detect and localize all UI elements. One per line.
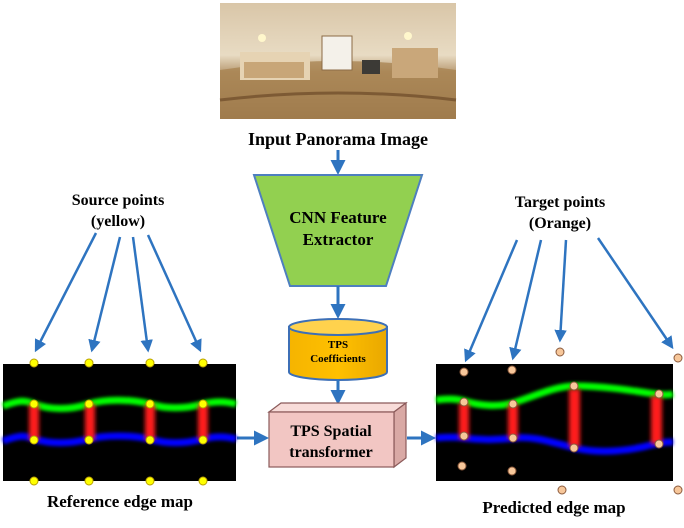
yellow-point xyxy=(29,476,39,486)
orange-point xyxy=(569,443,579,453)
target-arrow xyxy=(554,239,568,343)
yellow-point xyxy=(198,358,208,368)
cnn-label-line1: CNN Feature xyxy=(289,208,387,227)
transformer-line1: TPS Spatial xyxy=(290,423,372,440)
orange-point xyxy=(457,461,467,471)
orange-point xyxy=(654,439,664,449)
orange-point xyxy=(557,485,567,495)
tps-coefficients-line1: TPS xyxy=(328,339,348,351)
orange-point xyxy=(654,389,664,399)
target-points-line2: (Orange) xyxy=(529,215,591,232)
yellow-point xyxy=(84,399,94,409)
orange-point xyxy=(459,397,469,407)
target-arrow xyxy=(464,239,519,363)
target-points-line1: Target points xyxy=(515,194,606,211)
orange-point xyxy=(673,353,683,363)
target-arrows xyxy=(464,237,674,363)
orange-point xyxy=(508,399,518,409)
source-points-line2: (yellow) xyxy=(91,213,145,230)
reference-edge-map xyxy=(1,364,237,481)
yellow-point xyxy=(84,435,94,445)
cnn-feature-extractor: CNN Feature Extractor xyxy=(252,174,424,287)
cnn-label-line2: Extractor xyxy=(303,230,374,249)
yellow-point xyxy=(198,435,208,445)
orange-point xyxy=(507,365,517,375)
yellow-point xyxy=(84,358,94,368)
transformer-line2: transformer xyxy=(289,444,373,461)
predicted-orange-points xyxy=(457,347,683,495)
source-arrow xyxy=(88,236,122,353)
tps-coefficients-cylinder: TPS Coefficients xyxy=(288,318,388,381)
source-arrow xyxy=(131,236,153,353)
orange-point xyxy=(507,466,517,476)
orange-point xyxy=(673,485,683,495)
yellow-point xyxy=(145,399,155,409)
reference-edge-map-label: Reference edge map xyxy=(47,492,193,511)
input-panorama-label: Input Panorama Image xyxy=(248,129,428,149)
yellow-point xyxy=(84,476,94,486)
reference-yellow-points xyxy=(29,358,208,486)
yellow-point xyxy=(29,399,39,409)
predicted-edge-map-label: Predicted edge map xyxy=(482,498,625,517)
yellow-point xyxy=(145,476,155,486)
yellow-point xyxy=(198,399,208,409)
panorama-image xyxy=(219,3,457,119)
orange-point xyxy=(459,367,469,377)
source-arrow xyxy=(34,232,98,353)
yellow-point xyxy=(29,435,39,445)
yellow-point xyxy=(145,435,155,445)
target-arrow xyxy=(596,237,674,350)
yellow-point xyxy=(198,476,208,486)
predicted-edge-map xyxy=(435,364,674,481)
orange-point xyxy=(569,381,579,391)
orange-point xyxy=(555,347,565,357)
yellow-point xyxy=(29,358,39,368)
yellow-point xyxy=(145,358,155,368)
tps-coefficients-line2: Coefficients xyxy=(310,353,366,365)
source-arrows xyxy=(34,232,202,353)
orange-point xyxy=(508,433,518,443)
source-arrow xyxy=(146,234,202,353)
source-points-line1: Source points xyxy=(72,192,165,209)
target-arrow xyxy=(509,239,543,361)
tps-spatial-transformer: TPS Spatial transformer xyxy=(267,401,408,469)
orange-point xyxy=(459,431,469,441)
